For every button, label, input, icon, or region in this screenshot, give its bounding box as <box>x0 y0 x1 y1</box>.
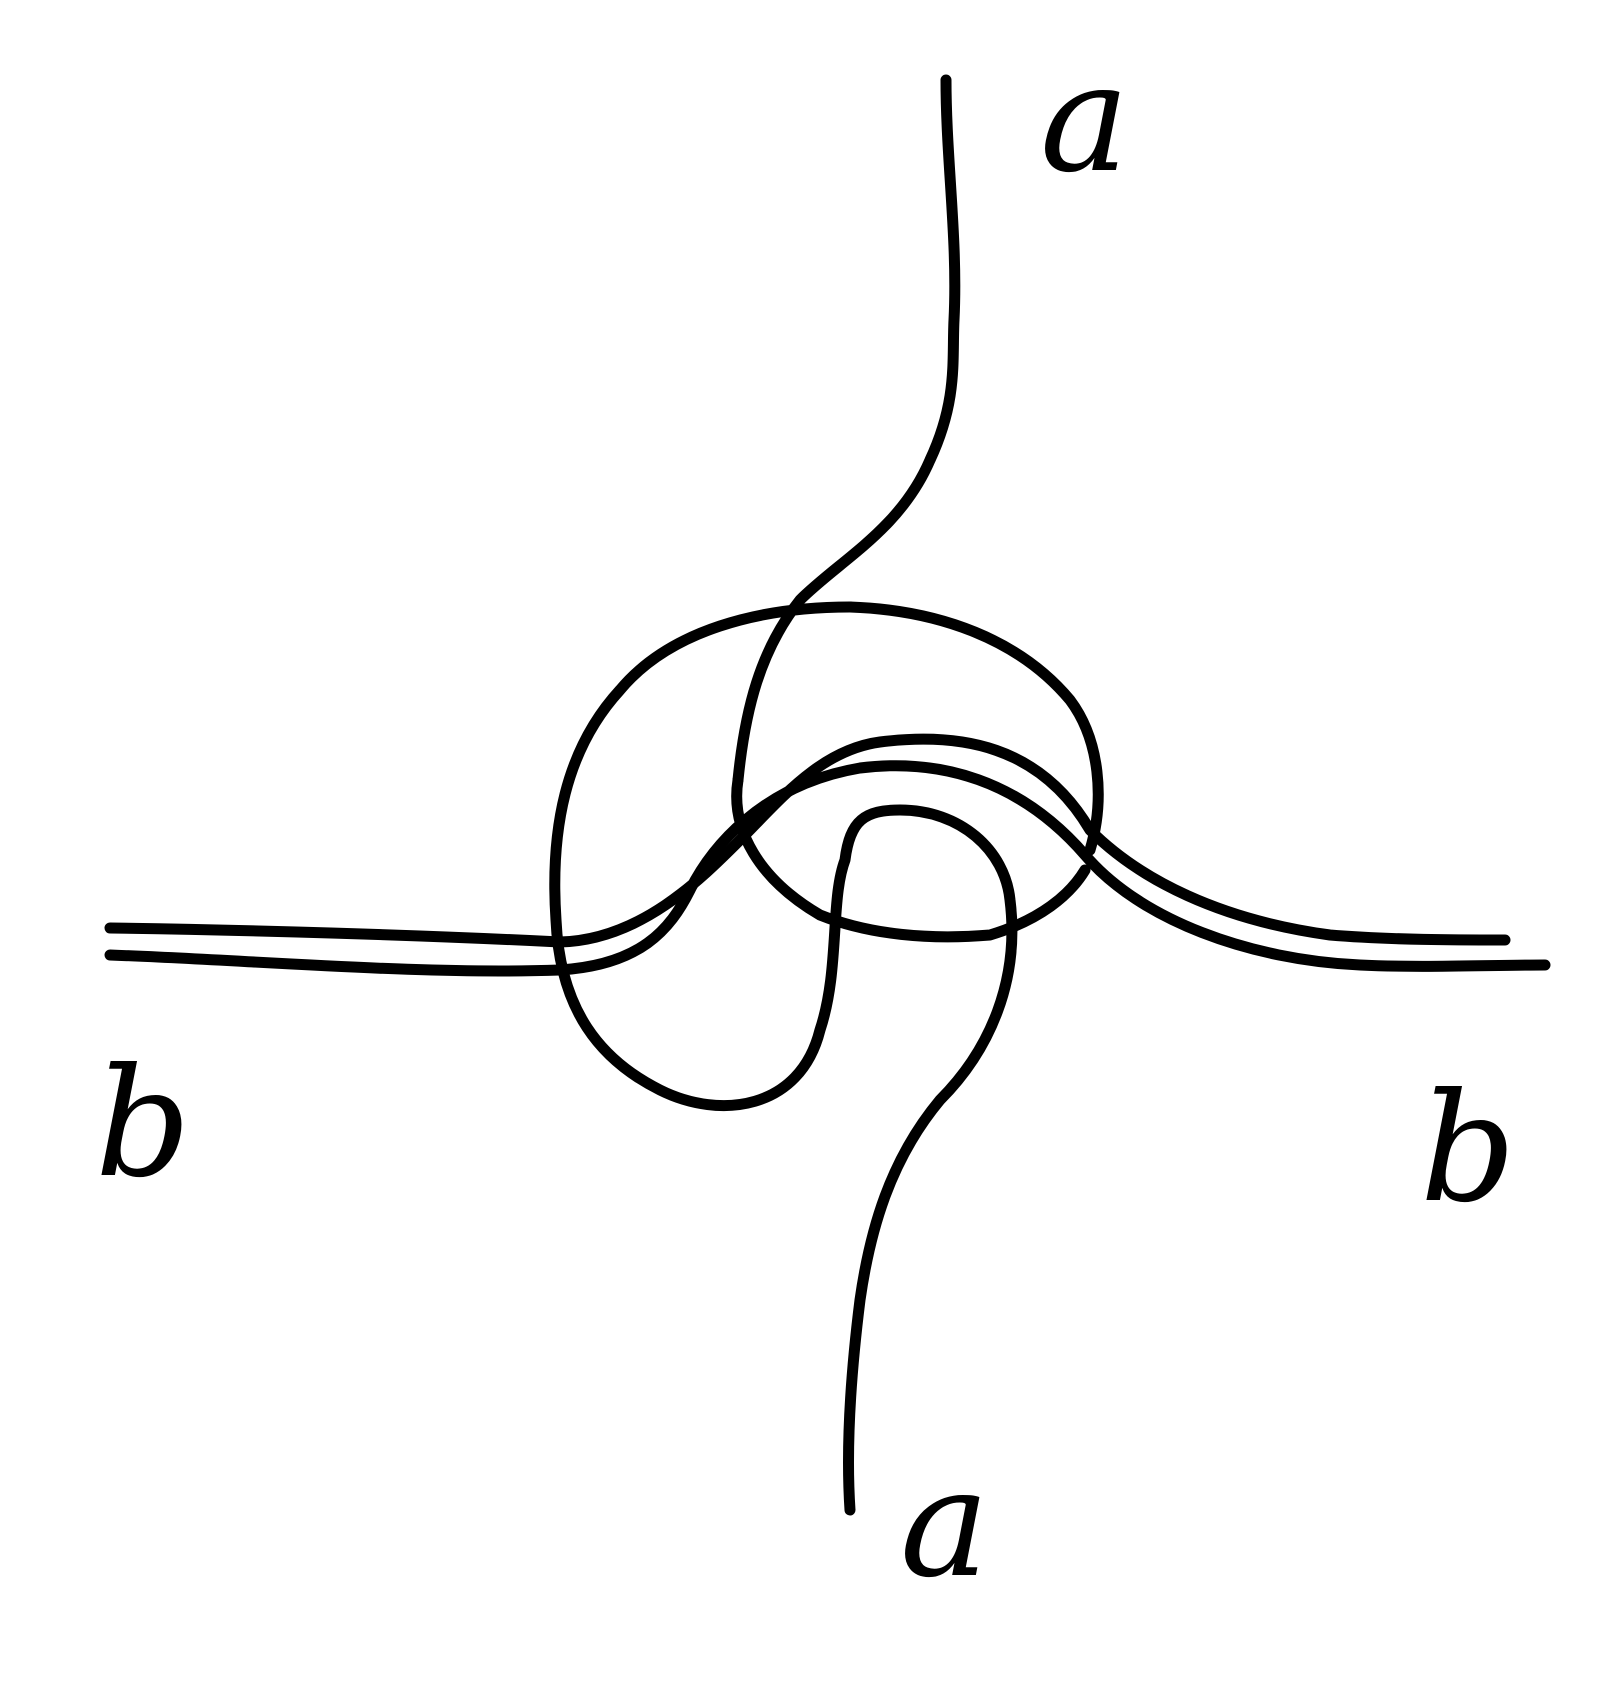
rope-a-hook <box>731 774 1091 943</box>
label-b-left: b <box>95 1037 191 1211</box>
loop-ring <box>549 601 1018 1516</box>
rope-a-upper-strand <box>732 74 961 786</box>
loop-ring-upper-arc <box>844 601 1104 856</box>
label-b-right: b <box>1420 1062 1516 1236</box>
label-a-top: a <box>1040 32 1129 206</box>
label-a-bottom: a <box>900 1437 989 1611</box>
rope-b-lower-strand <box>104 760 1551 977</box>
rope-b-upper-strand <box>104 733 1511 948</box>
